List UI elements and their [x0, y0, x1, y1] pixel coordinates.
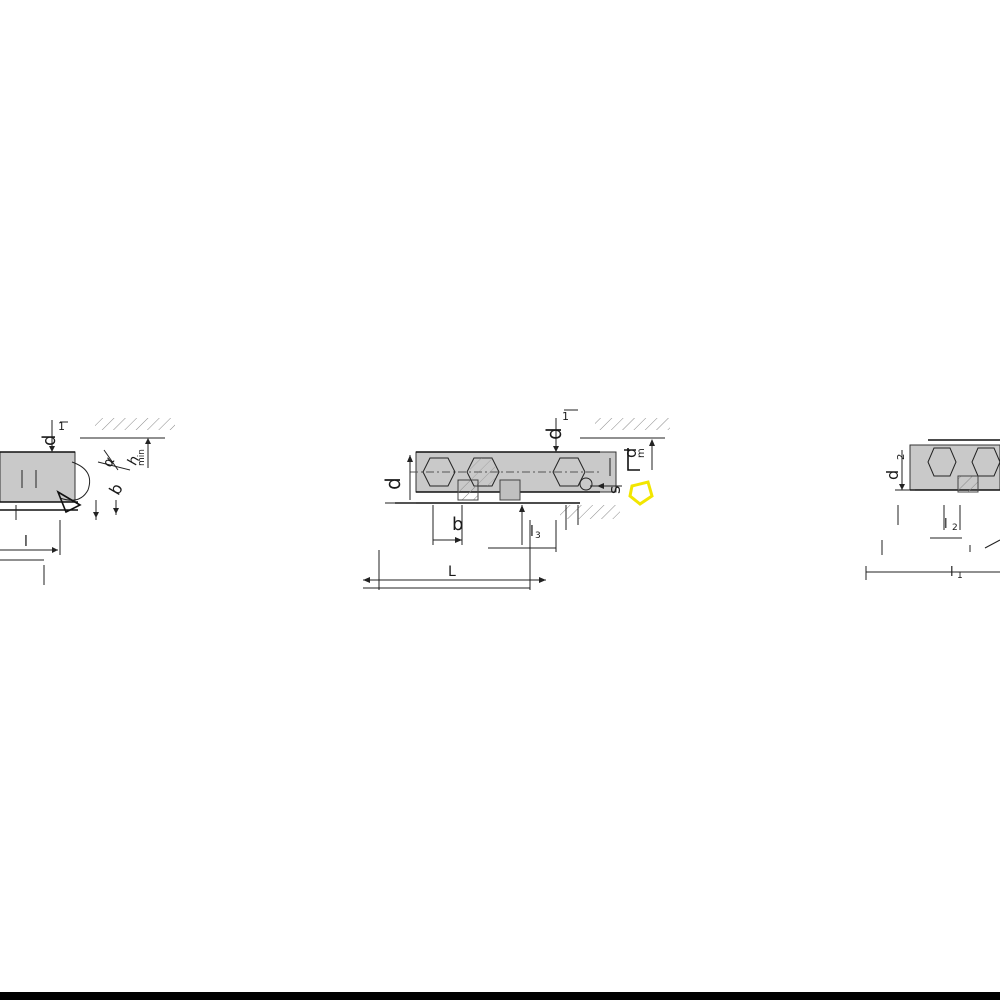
center-bracket	[627, 448, 640, 471]
center-d1-arrow	[553, 446, 559, 452]
center-pin	[579, 477, 593, 491]
center-L-label: L	[448, 564, 456, 580]
center-L-arrow-left	[363, 577, 370, 583]
center-hex-3	[552, 457, 586, 487]
right-body	[909, 444, 1000, 491]
center-l3-arrow	[519, 505, 525, 512]
highlight-marker	[628, 480, 654, 506]
bottom-bar	[0, 992, 1000, 1000]
right-hex-1	[927, 447, 957, 477]
left-small-arrow-1	[93, 512, 99, 518]
center-slot-1	[457, 479, 479, 501]
center-bottom-hatch	[560, 505, 620, 519]
right-l2-label: l	[944, 517, 948, 532]
center-d1-label: d	[542, 427, 566, 440]
center-d-arrow-top	[407, 455, 413, 462]
left-d1-sub: 1	[58, 420, 65, 433]
right-l1-sub: 1	[957, 571, 963, 581]
center-view: d 1 d b l 3 L d m s	[363, 409, 670, 590]
center-d1-sub: 1	[562, 410, 569, 423]
center-dm-sub: m	[636, 448, 647, 458]
left-angled-tip	[56, 490, 82, 514]
left-l-label: l	[24, 534, 28, 550]
right-slot-1	[957, 475, 979, 493]
left-d1-label: d	[39, 435, 60, 446]
left-hmin-arrow	[145, 438, 151, 444]
center-l3-label: l	[530, 524, 534, 540]
right-hex-2	[971, 447, 1000, 477]
right-view: d 2 l 2 l 1	[865, 439, 1000, 581]
right-d2-arrow	[899, 484, 905, 490]
center-dm-arrow	[649, 439, 655, 446]
center-dm-label: d	[621, 448, 640, 458]
left-b-label: b	[105, 480, 127, 498]
right-d2-sub: 2	[896, 454, 907, 460]
left-angle-line-1	[97, 461, 131, 471]
right-l1-dim	[984, 539, 1000, 549]
left-small-arrow-2	[113, 508, 119, 514]
center-support-hatch	[595, 418, 670, 430]
center-L-arrow-right	[539, 577, 546, 583]
center-slot-2	[499, 479, 521, 501]
left-d1-arrow	[49, 446, 55, 452]
center-l3-sub: 3	[535, 531, 541, 541]
right-l2-sub: 2	[952, 523, 958, 533]
left-angle-line-2	[103, 449, 119, 471]
right-d2-label: d	[883, 470, 902, 480]
left-l-arrow	[52, 547, 58, 553]
center-s-label: s	[605, 486, 624, 494]
left-hmin-sub: min	[137, 449, 147, 466]
left-support-hatch	[95, 418, 175, 430]
center-hex-1	[422, 457, 456, 487]
center-small-dim-arrow	[597, 483, 604, 489]
left-view: d 1 h min α b l	[0, 418, 175, 585]
center-d-label: d	[381, 477, 405, 490]
center-b-label: b	[452, 514, 463, 535]
center-b-arrow	[455, 537, 462, 543]
